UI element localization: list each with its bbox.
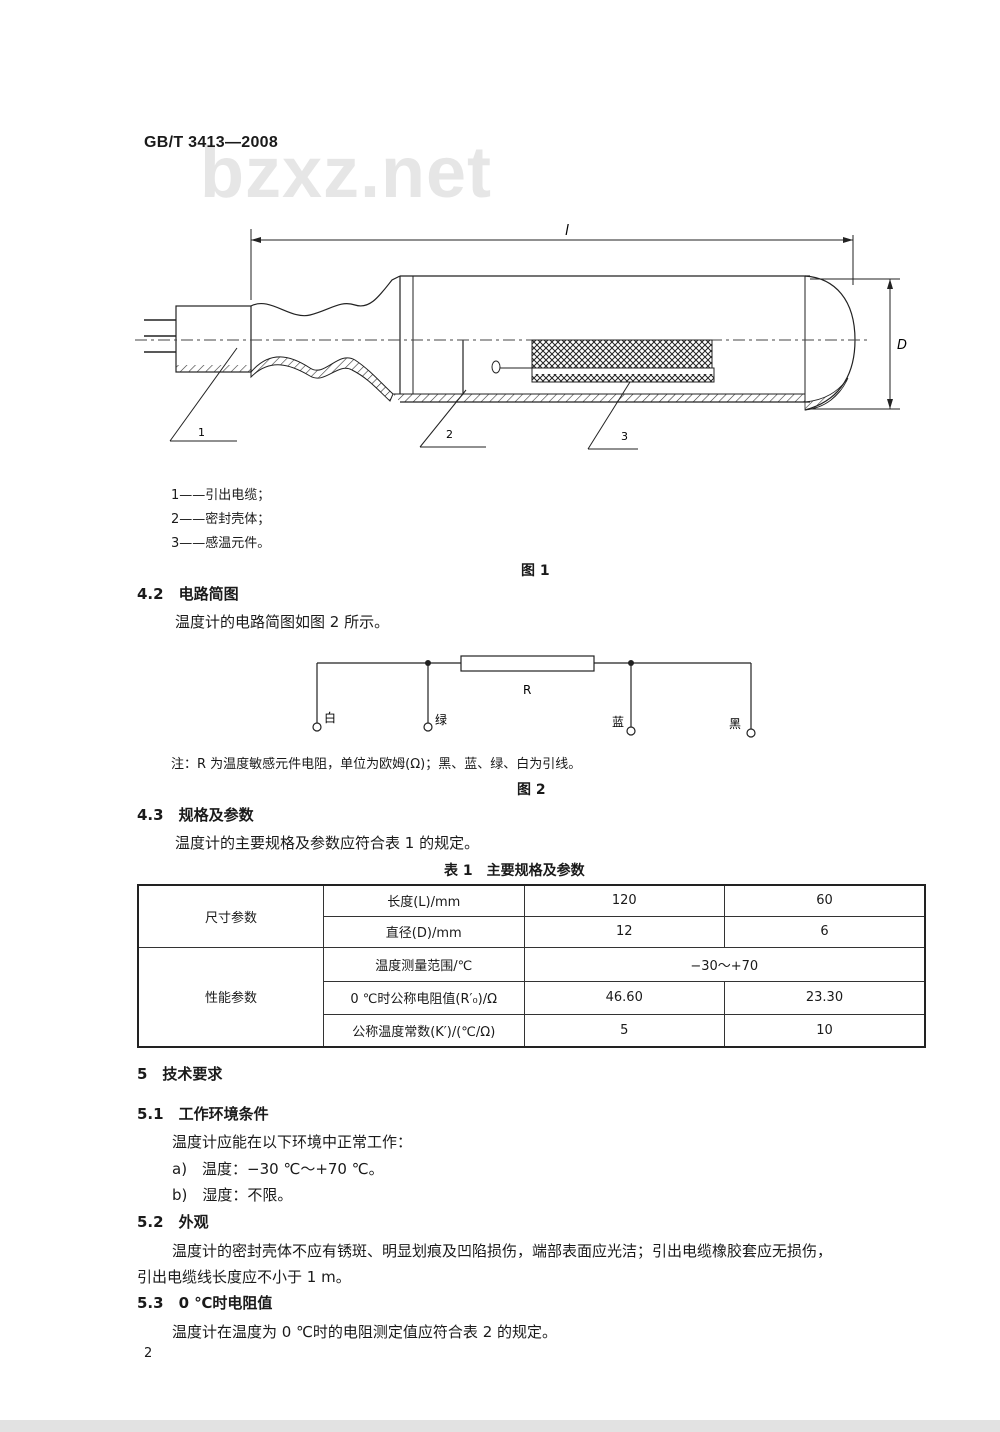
page-bottom-strip [0,1420,1000,1432]
value-cell: 5 [523,1013,725,1048]
figure1-drawing: l D 1 2 3 [135,223,907,450]
section-5-2-body-line2: 引出电缆线长度应不小于 1 m。 [137,1268,351,1286]
section-5-1-item-b: b) 湿度：不限。 [172,1186,293,1204]
table-row: 尺寸参数 长度(L)/mm 120 60 [137,884,926,948]
table-row: 0 ℃时公称电阻值(R′₀)/Ω 46.60 23.30 [138,980,926,1015]
value-cell: 60 [723,884,926,917]
callout-1: 1 [198,426,205,439]
table-row: 公称温度常数(K′)/(℃/Ω) 5 10 [138,1013,926,1048]
value-cell: 46.60 [523,980,725,1015]
legend-item-3: 3——感温元件。 [171,536,271,551]
section-4-2-body: 温度计的电路简图如图 2 所示。 [175,613,390,631]
section-4-2-heading: 4.2 电路简图 [137,585,239,603]
section-5-3-heading: 5.3 0 ℃时电阻值 [137,1294,273,1312]
section-5-2-heading: 5.2 外观 [137,1213,209,1231]
spec-table: 尺寸参数 长度(L)/mm 120 60 直径(D)/mm 12 6 性能参数 … [137,884,926,1048]
figure2-note: 注：R 为温度敏感元件电阻，单位为欧姆(Ω)；黑、蓝、绿、白为引线。 [171,757,582,772]
group-size-cell: 尺寸参数 [137,884,324,948]
param-cell: 长度(L)/mm [322,884,525,917]
section-4-3-heading: 4.3 规格及参数 [137,806,254,824]
value-cell: 23.30 [723,980,926,1015]
dim-d-label: D [897,338,907,353]
section-5-heading: 5 技术要求 [137,1065,223,1083]
terminal-white: 白 [324,710,336,725]
resistor-label: R [523,683,531,697]
section-5-1-body: 温度计应能在以下环境中正常工作： [172,1133,413,1151]
param-cell: 公称温度常数(K′)/(℃/Ω) [322,1013,525,1048]
legend-item-1: 1——引出电缆； [171,488,271,503]
callout-2: 2 [446,428,453,441]
section-5-3-body: 温度计在温度为 0 ℃时的电阻测定值应符合表 2 的规定。 [172,1323,558,1341]
param-cell: 直径(D)/mm [322,915,525,948]
value-cell: 120 [523,884,725,917]
terminal-black: 黑 [729,717,741,731]
terminal-green: 绿 [435,712,447,727]
table-row: 性能参数 温度测量范围/℃ −30～+70 [137,946,926,1048]
section-4-3-body: 温度计的主要规格及参数应符合表 1 的规定。 [175,834,480,852]
figure2-circuit: R 白 绿 蓝 黑 [312,655,756,738]
param-cell: 温度测量范围/℃ [322,946,525,982]
value-cell: 10 [723,1013,926,1048]
section-5-2-body-line1: 温度计的密封壳体不应有锈斑、明显划痕及凹陷损伤，端部表面应光洁；引出电缆橡胶套应… [172,1242,833,1260]
value-cell: 6 [723,915,926,948]
value-cell: 12 [523,915,725,948]
dim-l-label: l [565,223,569,239]
value-cell-merged: −30～+70 [523,946,926,982]
terminal-blue: 蓝 [612,715,624,729]
section-5-1-item-a: a) 温度：−30 ℃～+70 ℃。 [172,1160,384,1178]
callout-3: 3 [621,430,628,443]
group-perf-cell: 性能参数 [137,946,324,1048]
figure2-caption: 图 2 [517,782,546,798]
table1-caption: 表 1 主要规格及参数 [444,863,585,879]
page-number: 2 [144,1346,153,1361]
section-5-1-heading: 5.1 工作环境条件 [137,1105,269,1123]
param-cell: 0 ℃时公称电阻值(R′₀)/Ω [322,980,525,1015]
standard-number: GB/T 3413—2008 [144,134,279,151]
legend-item-2: 2——密封壳体； [171,512,271,527]
figure1-caption: 图 1 [521,563,550,579]
watermark: bzxz.net [200,133,493,213]
